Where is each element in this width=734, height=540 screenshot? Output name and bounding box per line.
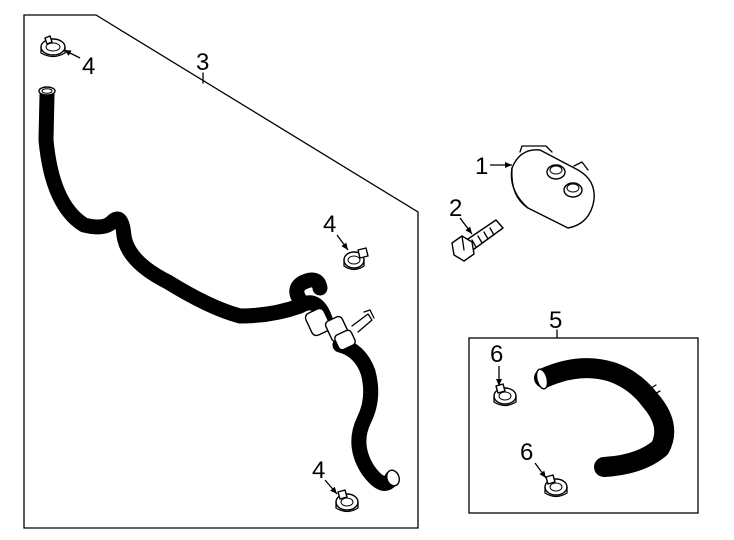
coolant-hose	[38, 86, 400, 491]
callout-4-bottom-leader	[324, 479, 338, 495]
callout-5-label: 5	[549, 307, 562, 334]
hose-clamp-mid	[343, 247, 369, 271]
callout-6-lower-leader	[534, 462, 547, 479]
callout-4-top-leader	[63, 49, 81, 59]
callout-4-mid-leader	[336, 234, 349, 251]
hose-clamp-bottom	[335, 489, 359, 513]
callout-3-label: 3	[196, 49, 209, 76]
oil-cooler	[510, 145, 595, 229]
callout-1-label: 1	[475, 153, 488, 180]
hose-clamp-top	[40, 35, 66, 58]
callout-6-lower-label: 6	[520, 439, 533, 466]
callout-6-upper-label: 6	[490, 341, 503, 368]
kit-clamp-lower	[544, 474, 568, 498]
flange-bolt	[451, 219, 504, 262]
kit-hose	[534, 358, 675, 477]
hose-kit-box	[468, 337, 699, 514]
kit-clamp-upper	[493, 383, 517, 407]
callout-4-bottom-label: 4	[312, 457, 325, 484]
callout-4-mid-label: 4	[323, 211, 336, 238]
callout-2-leader	[459, 217, 473, 235]
callout-2-label: 2	[449, 195, 462, 222]
assembly-group-outline	[23, 14, 419, 529]
callout-4-top-label: 4	[82, 53, 95, 80]
